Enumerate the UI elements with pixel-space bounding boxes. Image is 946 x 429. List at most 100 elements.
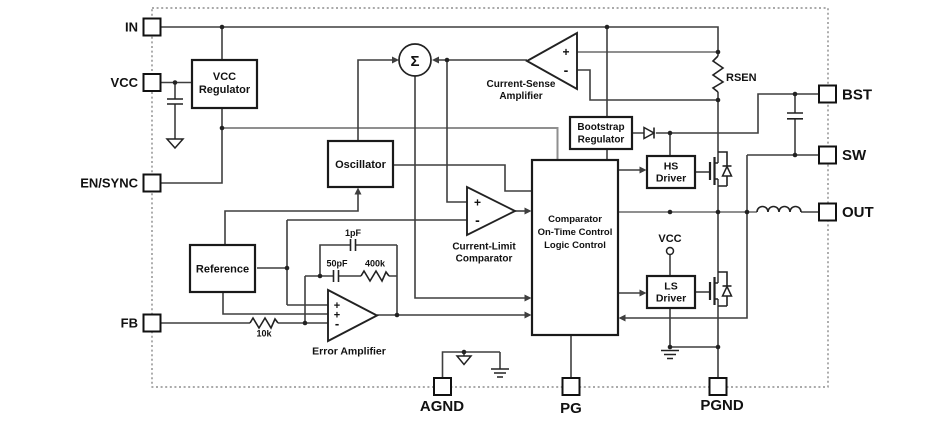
minus-mark: -	[475, 212, 480, 228]
lsdriver-earth-ground-icon	[661, 349, 679, 360]
block-label: LS	[664, 281, 677, 293]
pin-labels: IN VCC EN/SYNC FB BST SW OUT AGND PG PGN…	[80, 20, 873, 418]
pin-label-pg: PG	[560, 400, 582, 417]
pin-label-en-sync: EN/SYNC	[80, 176, 138, 191]
cap-1pf-icon	[349, 239, 357, 251]
wire-ref-to-ea	[222, 292, 328, 315]
chassis-ground-icon	[165, 138, 185, 150]
block-label: Regulator	[578, 135, 625, 146]
pin-vcc	[142, 73, 162, 92]
block-reference: Reference	[188, 243, 257, 294]
inductor-icon	[756, 205, 802, 213]
pin-label-out: OUT	[842, 204, 874, 221]
agnd-earth-ground-icon	[491, 368, 509, 378]
pin-label-fb: FB	[121, 316, 138, 331]
res-400k-icon	[360, 269, 390, 283]
amp-label: Current-Sense	[487, 79, 556, 90]
error-amplifier: + + - Error Amplifier	[312, 288, 386, 358]
pins	[142, 17, 837, 396]
res-400k-label: 400k	[365, 259, 386, 269]
block-label: HS	[664, 161, 679, 173]
amp-label: Current-Limit	[452, 242, 516, 253]
pin-pgnd	[708, 377, 728, 396]
cap-50pf-label: 50pF	[326, 259, 348, 269]
pin-fb	[142, 313, 162, 333]
block-vcc-regulator: VCC Regulator	[190, 58, 259, 110]
agnd-chassis-ground-icon	[455, 355, 473, 366]
block-bootstrap-regulator: Bootstrap Regulator	[568, 115, 634, 151]
pin-in	[142, 17, 162, 37]
wire-sw	[746, 154, 819, 212]
component-symbols	[165, 55, 803, 378]
pin-sw	[818, 145, 837, 165]
amp-label: Error Amplifier	[312, 346, 386, 358]
block-ls-driver: LS Driver	[645, 274, 697, 310]
bootstrap-diode-icon	[643, 126, 656, 140]
block-oscillator: Oscillator	[326, 139, 395, 189]
pin-label-vcc: VCC	[111, 75, 139, 90]
vcc-supply-label: VCC	[658, 233, 681, 245]
wire-1pf-branch	[319, 244, 398, 315]
hs-mosfet-icon	[708, 151, 733, 187]
pin-out	[818, 202, 837, 222]
wire-ref-to-osc	[224, 191, 359, 245]
wire-ref-node	[286, 219, 467, 306]
block-label: Driver	[656, 173, 686, 185]
wire-in	[160, 26, 719, 56]
current-sense-amplifier: + - Current-Sense Amplifier	[487, 31, 578, 102]
pin-label-pgnd: PGND	[700, 397, 744, 414]
ic-boundary	[151, 7, 829, 388]
pin-bst	[818, 84, 837, 104]
amp-label: Comparator	[456, 254, 513, 265]
bst-capacitor-icon	[787, 112, 803, 120]
rsen-resistor-icon	[711, 55, 725, 93]
pin-label-bst: BST	[842, 87, 872, 104]
rsen-label: RSEN	[726, 72, 757, 84]
block-label: Driver	[656, 293, 686, 305]
wire-cs-minus	[577, 69, 718, 101]
component-labels: RSEN VCC 1pF 50pF 400k 10k	[256, 72, 756, 339]
pin-agnd	[433, 377, 452, 396]
block-label: Oscillator	[335, 159, 386, 171]
block-label: Reference	[196, 264, 249, 276]
cap-50pf-icon	[332, 270, 340, 282]
junction-dots	[172, 24, 798, 355]
wire-sum-to-control	[414, 76, 525, 299]
amp-label: Amplifier	[499, 91, 542, 102]
wire-bootstrap-out	[632, 93, 819, 134]
wire-osc-to-sum	[357, 59, 395, 141]
plus-mark: +	[562, 45, 569, 59]
pin-label-agnd: AGND	[420, 398, 464, 415]
plus-mark: +	[334, 310, 340, 322]
block-control-logic: Comparator On-Time Control Logic Control	[530, 158, 620, 337]
pin-en-sync	[142, 173, 162, 193]
summing-junction: Σ	[398, 43, 432, 77]
wire-vccreg-rail	[222, 127, 559, 160]
minus-mark: -	[335, 316, 339, 331]
block-hs-driver: HS Driver	[645, 154, 697, 190]
wire-power-ground	[669, 308, 719, 378]
block-label: Logic Control	[544, 240, 606, 251]
sigma-symbol: Σ	[410, 53, 419, 70]
vcc-capacitor-icon	[167, 98, 183, 105]
pin-pg	[561, 377, 581, 396]
wires	[160, 26, 819, 378]
current-limit-comparator: + - Current-Limit Comparator	[452, 185, 518, 265]
arrowheads	[354, 56, 647, 322]
wire-ensync	[160, 128, 223, 184]
minus-mark: -	[564, 62, 569, 78]
cap-1pf-label: 1pF	[345, 228, 362, 238]
wire-to-cl-plus	[446, 60, 467, 203]
block-label: Bootstrap	[577, 122, 624, 133]
res-10k-icon	[249, 316, 279, 330]
block-label: Regulator	[199, 84, 251, 96]
block-label: VCC	[213, 71, 236, 83]
pin-label-in: IN	[125, 20, 138, 35]
pin-label-sw: SW	[842, 147, 867, 164]
wire-sw-feedback	[623, 212, 748, 319]
plus-mark: +	[474, 196, 481, 210]
block-label: On-Time Control	[538, 227, 613, 238]
plus-mark: +	[334, 300, 340, 312]
